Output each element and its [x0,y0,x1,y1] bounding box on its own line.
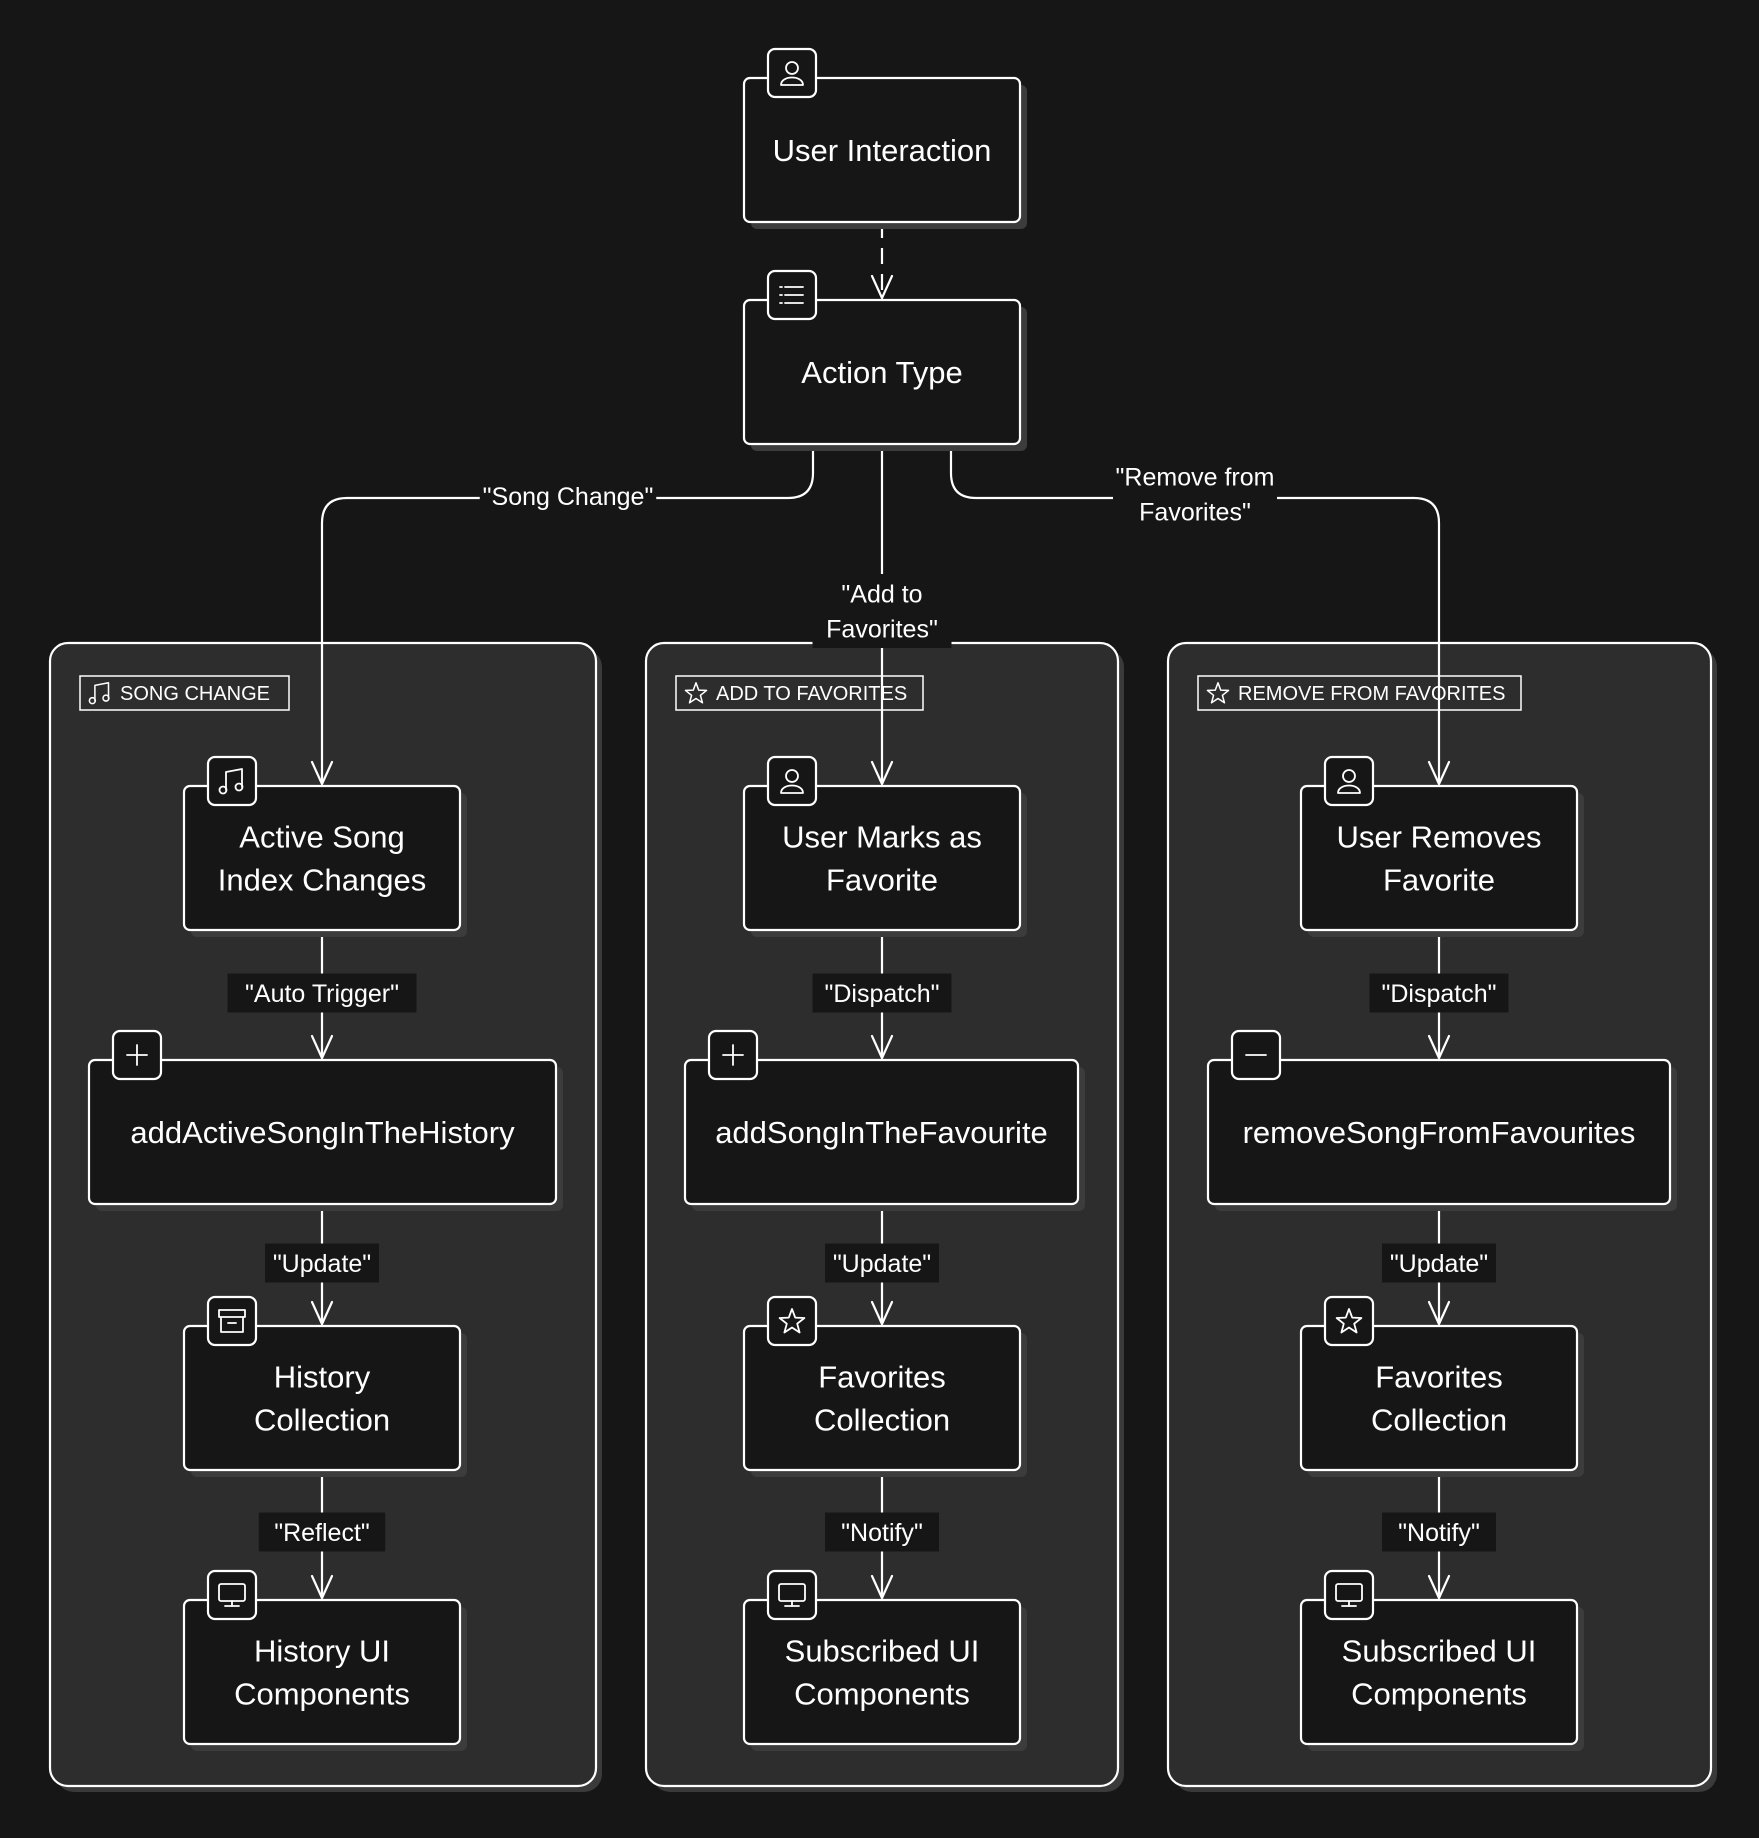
node-label: User Marks as [782,820,982,855]
group-label: ADD TO FAVORITES [716,683,907,705]
star-icon [1206,682,1230,704]
svg-text:"Notify": "Notify" [841,1519,923,1547]
node-label: Components [1351,1677,1527,1712]
edge-label-update-history: "Update" [265,1243,379,1283]
node-label: History UI [254,1634,390,1669]
svg-text:"Dispatch": "Dispatch" [1381,980,1496,1008]
star-icon [684,682,708,704]
node-add-song-fav: addSongInTheFavourite [683,1029,1085,1211]
edge-label-dispatch-add: "Dispatch" [812,973,952,1013]
svg-text:Favorites": Favorites" [1139,499,1251,527]
svg-text:"Auto Trigger": "Auto Trigger" [245,980,399,1008]
list-icon [779,286,804,304]
node-label: removeSongFromFavourites [1243,1115,1636,1150]
svg-text:"Notify": "Notify" [1398,1519,1480,1547]
monitor-icon [778,1583,806,1607]
svg-text:"Remove from: "Remove from [1116,464,1275,492]
edge-label-reflect: "Reflect" [258,1512,386,1552]
svg-text:"Dispatch": "Dispatch" [824,980,939,1008]
user-icon [1337,769,1361,794]
node-label: Subscribed UI [785,1634,980,1669]
archive-icon [218,1309,246,1333]
svg-text:"Update": "Update" [1390,1250,1488,1278]
svg-text:"Update": "Update" [273,1250,371,1278]
node-label: Favorites [818,1360,945,1395]
edge-label-dispatch-remove: "Dispatch" [1369,973,1509,1013]
group-label: SONG CHANGE [120,683,270,705]
group-label-box [1197,675,1522,711]
user-icon [780,61,804,86]
node-action-type: Action Type [742,269,1027,451]
node-label: History [274,1360,371,1395]
edge-label-update-remove: "Update" [1382,1243,1496,1283]
node-label: Components [234,1677,410,1712]
group-label-box [675,675,924,711]
node-label: Subscribed UI [1342,1634,1537,1669]
svg-text:"Update": "Update" [833,1250,931,1278]
node-subscribed-ui-add: Subscribed UI Components [742,1569,1027,1751]
star-icon [778,1308,806,1334]
svg-text:Favorites": Favorites" [826,616,938,644]
edge-label-song-change: "Song Change" [479,476,657,516]
node-subscribed-ui-remove: Subscribed UI Components [1299,1569,1584,1751]
star-icon [1335,1308,1363,1334]
node-label: Favorite [1383,863,1495,898]
node-history-ui: History UI Components [182,1569,467,1751]
music-note-icon [218,768,244,795]
node-user-interaction: User Interaction [742,47,1027,229]
svg-text:"Song Change": "Song Change" [483,483,654,511]
node-label: Components [794,1677,970,1712]
node-label: User Removes [1337,820,1542,855]
plus-icon [722,1044,744,1066]
node-label: Collection [254,1403,390,1438]
edge-label-notify-remove: "Notify" [1382,1512,1496,1552]
node-label: addActiveSongInTheHistory [130,1115,515,1150]
svg-text:"Reflect": "Reflect" [274,1519,370,1547]
node-label: Favorite [826,863,938,898]
group-label: REMOVE FROM FAVORITES [1238,683,1505,705]
node-label: Collection [814,1403,950,1438]
edge-label-auto-trigger: "Auto Trigger" [227,973,417,1013]
group-label-box [79,675,290,711]
monitor-icon [218,1583,246,1607]
svg-text:"Add to: "Add to [841,581,922,609]
node-label: Index Changes [218,863,427,898]
node-label: Collection [1371,1403,1507,1438]
plus-icon [126,1044,148,1066]
node-label: Favorites [1375,1360,1502,1395]
node-user-marks: User Marks as Favorite [742,755,1027,937]
music-note-icon [88,682,110,705]
edge-label-update-add: "Update" [825,1243,939,1283]
node-label: Action Type [801,355,962,390]
monitor-icon [1335,1583,1363,1607]
node-label: addSongInTheFavourite [715,1115,1048,1150]
edge-label-add-to-favorites: "Add to Favorites" [812,574,952,648]
node-add-active-song: addActiveSongInTheHistory [87,1029,563,1211]
edge-label-notify-add: "Notify" [825,1512,939,1552]
user-icon [780,769,804,794]
node-label: User Interaction [773,133,992,168]
node-label: Active Song [239,820,404,855]
node-remove-song-fav: removeSongFromFavourites [1206,1029,1677,1211]
